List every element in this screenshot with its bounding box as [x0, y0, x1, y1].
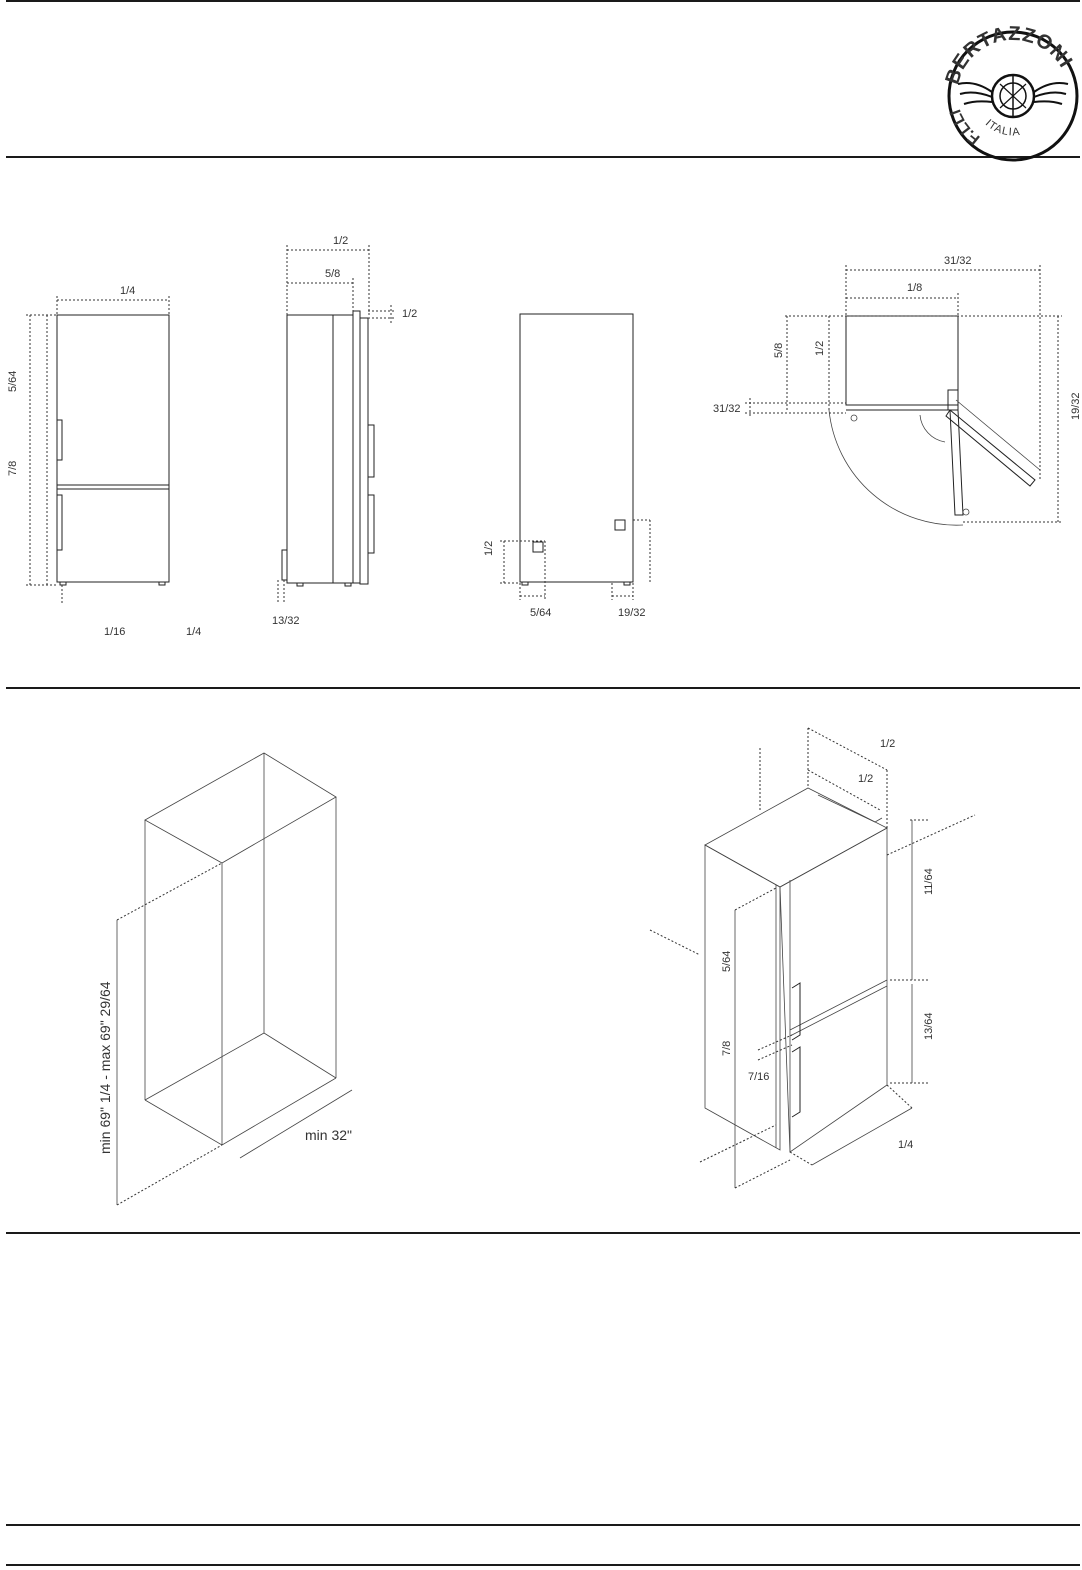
iso-depth-inner-label: 1/2 — [858, 773, 873, 785]
iso-view: 1/2 1/2 11/64 13/64 5/64 7/8 7/16 1/4 — [649, 727, 976, 1189]
header-divider — [6, 156, 1080, 158]
front-width-label: 1/4 — [120, 285, 135, 297]
top-depth-b-label: 1/2 — [814, 341, 826, 356]
niche-diagram: min 69" 1/4 - max 69" 29/64 min 32" — [97, 752, 353, 1206]
rear-right-offset-label: 19/32 — [618, 607, 646, 619]
wing-right-icon — [1033, 82, 1069, 105]
top-door-gap-label: 31/32 — [713, 403, 741, 415]
niche-height-label: min 69" 1/4 - max 69" 29/64 — [97, 981, 113, 1154]
iso-height-total-label: 7/8 — [721, 1041, 733, 1056]
front-foot-a-label: 1/16 — [104, 626, 125, 638]
iso-width-label: 1/4 — [898, 1139, 913, 1151]
front-foot-b-label: 1/4 — [186, 626, 201, 638]
iso-upper-door-label: 11/64 — [923, 868, 935, 895]
side-depth-total-label: 1/2 — [333, 235, 348, 247]
side-depth-cabinet-label: 5/8 — [325, 268, 340, 280]
logo-country: ITALIA — [983, 117, 1021, 138]
top-open-width-label: 31/32 — [944, 255, 972, 267]
iso-lower-door-label: 13/64 — [923, 1012, 935, 1040]
side-view: 1/2 5/8 1/2 13/32 — [272, 235, 417, 627]
top-swing-depth-label: 19/32 — [1070, 392, 1082, 420]
iso-depth-outer-label: 1/2 — [880, 738, 895, 750]
niche-width-label: min 32" — [305, 1127, 352, 1143]
top-view: 31/32 1/8 5/8 1/2 31/32 19/32 — [713, 255, 1082, 526]
footer-divider-1 — [6, 1524, 1080, 1526]
side-bottom-offset-label: 13/32 — [272, 615, 300, 627]
section-divider-2 — [6, 1232, 1080, 1234]
section-divider-1 — [6, 687, 1080, 689]
brand-logo: BERTAZZONI F.LLI ITALIA — [941, 23, 1079, 162]
rear-view: 1/2 5/64 19/32 — [483, 313, 651, 619]
footer-divider-2 — [6, 1564, 1080, 1566]
iso-height-mid-label: 5/64 — [721, 951, 733, 972]
top-rule — [6, 0, 1080, 2]
rear-inlet-height-label: 1/2 — [483, 541, 495, 556]
top-body-width-label: 1/8 — [907, 282, 922, 294]
rear-left-offset-label: 5/64 — [530, 607, 551, 619]
front-height-upper-label: 5/64 — [7, 371, 19, 392]
iso-gap-label: 7/16 — [748, 1071, 769, 1083]
wing-left-icon — [957, 82, 993, 105]
logo-brand: BERTAZZONI — [941, 23, 1076, 87]
side-top-offset-label: 1/2 — [402, 308, 417, 320]
logo-prefix: F.LLI — [947, 107, 983, 148]
front-height-total-label: 7/8 — [7, 461, 19, 476]
top-depth-a-label: 5/8 — [773, 343, 785, 358]
front-view: 1/4 5/64 7/8 1/16 1/4 — [7, 285, 201, 638]
